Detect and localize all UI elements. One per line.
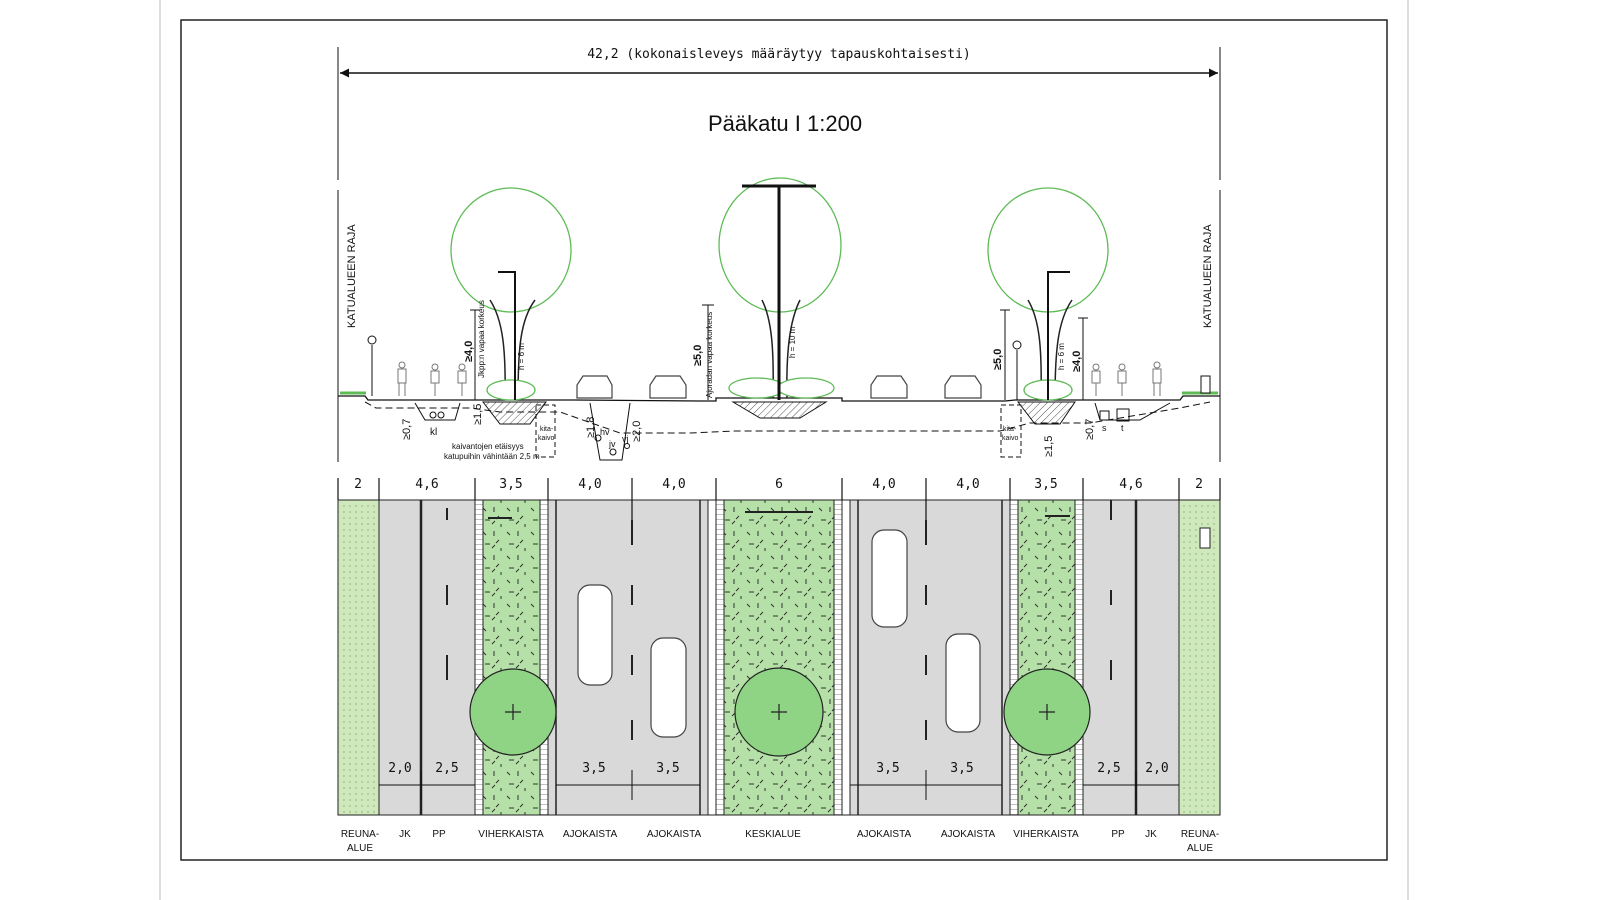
sub-width-label: 3,5 bbox=[656, 761, 679, 776]
depth-07-right: ≥0,7 bbox=[1084, 419, 1096, 440]
width-label: 4,0 bbox=[956, 477, 979, 492]
strip-keskialue bbox=[723, 499, 835, 816]
strip-viherkaista-right bbox=[1017, 499, 1076, 816]
sub-width-label: 2,5 bbox=[435, 761, 458, 776]
cross-section: ≥4,0 Jkpp:n vapaa korkeus h = 6 m ≥1,5 ≥… bbox=[338, 177, 1220, 461]
plan-dimension-ticks bbox=[337, 478, 1221, 800]
strip-label: AJOKAISTA bbox=[563, 829, 618, 840]
boundary-label-left: KATUALUEEN RAJA bbox=[346, 224, 358, 328]
strip-label: KESKIALUE bbox=[745, 829, 801, 840]
jkpp-clearance-right: ≥4,0 bbox=[1071, 351, 1083, 372]
kl-label: kl bbox=[430, 427, 437, 438]
strip-label: REUNA- bbox=[1181, 829, 1219, 840]
depth-15-left: ≥1,5 bbox=[472, 404, 484, 425]
depth-07-left: ≥0,7 bbox=[401, 419, 413, 440]
sub-width-label: 2,0 bbox=[1145, 761, 1168, 776]
trench-kl bbox=[414, 402, 461, 421]
drawing-frame bbox=[180, 19, 1388, 861]
width-label: 4,6 bbox=[415, 477, 438, 492]
strip-viherkaista-left bbox=[482, 499, 541, 816]
tree-height-center: h = 10 m bbox=[788, 326, 797, 358]
jkpp-clearance-left: ≥4,0 bbox=[463, 341, 475, 362]
cars-elevation bbox=[576, 375, 982, 399]
width-label: 2 bbox=[354, 477, 362, 492]
strip-label-line2: ALUE bbox=[1187, 843, 1213, 854]
strip-label: JK bbox=[399, 829, 411, 840]
overall-width-label: 42,2 (kokonaisleveys määräytyy tapauskoh… bbox=[587, 47, 971, 62]
strip-label: PP bbox=[432, 829, 446, 840]
electric-cabinet-icon bbox=[1200, 375, 1211, 394]
plan-view bbox=[337, 499, 1221, 816]
kitakaivo-right bbox=[1000, 404, 1022, 458]
jkpp-clearance-label: Jkpp:n vapaa korkeus bbox=[477, 300, 486, 378]
tree-elevation-left bbox=[450, 187, 572, 401]
drawing-title: Pääkatu I 1:200 bbox=[708, 111, 862, 136]
width-label: 3,5 bbox=[499, 477, 522, 492]
tree-height-left: h = 6 m bbox=[517, 343, 526, 370]
street-lamp-right bbox=[1012, 340, 1022, 350]
width-label: 4,0 bbox=[662, 477, 685, 492]
excavation-note-2: katupuihin vähintään 2,5 m bbox=[444, 452, 540, 461]
width-label: 2 bbox=[1195, 477, 1203, 492]
width-label: 3,5 bbox=[1034, 477, 1057, 492]
hv-label: hv bbox=[600, 427, 610, 437]
strip-reuna-left bbox=[337, 499, 380, 816]
cars-plan bbox=[577, 529, 981, 738]
pedestrians-cyclists bbox=[397, 361, 1162, 396]
tree-pit-right bbox=[1016, 401, 1076, 425]
sub-width-labels: 2,0 2,5 3,5 3,5 3,5 3,5 2,5 2,0 bbox=[388, 761, 1168, 776]
strip-label: REUNA- bbox=[341, 829, 379, 840]
kitakaivo-label-left-2: kaivo bbox=[538, 435, 554, 442]
kitakaivo-left bbox=[535, 404, 556, 458]
width-labels: 2 4,6 3,5 4,0 4,0 6 4,0 4,0 3,5 4,6 2 bbox=[354, 477, 1203, 492]
depth-15-right: ≥1,5 bbox=[1043, 436, 1055, 457]
strip-jk-pp-left bbox=[378, 499, 476, 816]
tree-height-right: h = 6 m bbox=[1057, 343, 1066, 370]
boundary-label-right: KATUALUEEN RAJA bbox=[1202, 224, 1214, 328]
sub-width-label: 2,5 bbox=[1097, 761, 1120, 776]
jv-label: jv bbox=[608, 439, 616, 449]
width-label: 6 bbox=[775, 477, 783, 492]
strip-label: PP bbox=[1111, 829, 1125, 840]
strip-label: AJOKAISTA bbox=[647, 829, 702, 840]
kitakaivo-label-left-1: kita- bbox=[540, 426, 554, 433]
strip-label: AJOKAISTA bbox=[857, 829, 912, 840]
road-clearance-label: Ajoradan vapaa korkeus bbox=[705, 312, 714, 398]
road-clearance-right: ≥5,0 bbox=[992, 349, 1004, 370]
width-label: 4,0 bbox=[578, 477, 601, 492]
depth-18: ≥1,8 bbox=[585, 417, 597, 438]
depth-20: ≥2,0 bbox=[631, 421, 643, 442]
strip-label: AJOKAISTA bbox=[941, 829, 996, 840]
vj-label: vj bbox=[622, 434, 629, 444]
strip-label: VIHERKAISTA bbox=[478, 829, 544, 840]
kitakaivo-label-right-2: kaivo bbox=[1002, 435, 1018, 442]
strip-jk-pp-right bbox=[1082, 499, 1180, 816]
sub-width-label: 3,5 bbox=[582, 761, 605, 776]
sub-width-label: 2,0 bbox=[388, 761, 411, 776]
strip-label-line2: ALUE bbox=[347, 843, 373, 854]
strip-label: JK bbox=[1145, 829, 1157, 840]
sub-width-label: 3,5 bbox=[876, 761, 899, 776]
excavation-note-1: kaivantojen etäisyys bbox=[452, 442, 524, 451]
road-clearance-left: ≥5,0 bbox=[692, 345, 704, 366]
s-label: s bbox=[1102, 423, 1107, 433]
strip-label: VIHERKAISTA bbox=[1013, 829, 1079, 840]
width-label: 4,6 bbox=[1119, 477, 1142, 492]
sub-width-label: 3,5 bbox=[950, 761, 973, 776]
trench-water bbox=[589, 402, 631, 461]
t-label: t bbox=[1121, 423, 1124, 433]
street-lamp-left bbox=[367, 335, 377, 345]
tree-pit-center bbox=[731, 401, 828, 419]
trees-plan bbox=[469, 667, 1091, 757]
light-poles bbox=[371, 184, 1070, 400]
electric-cabinet-plan bbox=[1199, 527, 1211, 549]
strip-labels: REUNA- ALUE JK PP VIHERKAISTA AJOKAISTA AJOKAI… bbox=[341, 829, 1219, 854]
strip-reuna-right bbox=[1178, 499, 1221, 816]
kitakaivo-label-right-1: kita- bbox=[1003, 426, 1017, 433]
tree-pit-left bbox=[481, 401, 547, 425]
width-label: 4,0 bbox=[872, 477, 895, 492]
